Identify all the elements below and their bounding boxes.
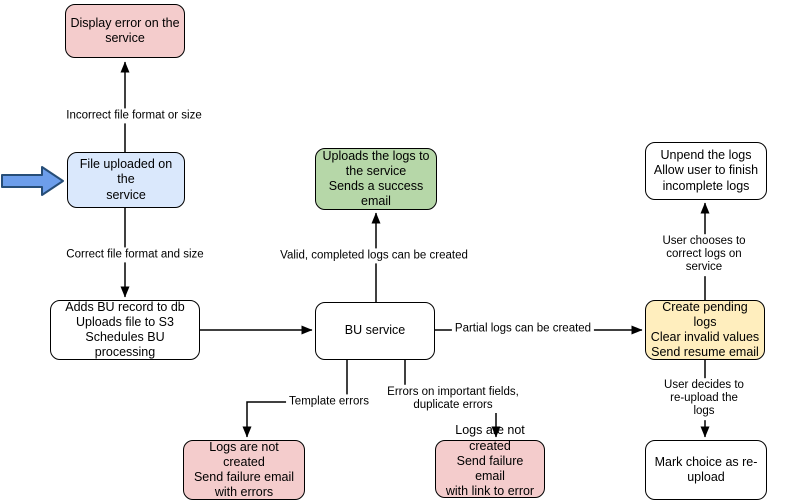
- node-adds-bu-record: Adds BU record to db Uploads file to S3 …: [50, 300, 200, 360]
- edge-label-user-reuploads: User decides to re-upload the logs: [655, 378, 753, 420]
- node-bu-service: BU service: [315, 302, 435, 360]
- node-file-uploaded: File uploaded on the service: [67, 152, 185, 208]
- edge-label-user-corrects: User chooses to correct logs on service: [655, 234, 753, 276]
- edge-label-correct-format: Correct file format and size: [63, 247, 207, 263]
- node-display-error: Display error on the service: [65, 4, 185, 58]
- node-logs-not-created-summary: Logs are not created Send failure email …: [435, 423, 545, 501]
- edge-label-important-field-errors: Errors on important fields, duplicate er…: [384, 384, 522, 414]
- node-logs-not-created-errors: Logs are not created Send failure email …: [183, 440, 305, 500]
- edge-label-template-errors: Template errors: [286, 394, 372, 410]
- edge-label-partial-logs: Partial logs can be created: [451, 321, 595, 337]
- node-mark-reupload: Mark choice as re- upload: [645, 440, 767, 500]
- edge-label-incorrect-format: Incorrect file format or size: [63, 108, 205, 124]
- node-unpend-logs: Unpend the logs Allow user to finish inc…: [645, 142, 767, 200]
- edge-label-valid-completed: Valid, completed logs can be created: [277, 248, 471, 264]
- node-create-pending-logs: Create pending logs Clear invalid values…: [645, 300, 765, 360]
- node-uploads-logs: Uploads the logs to the service Sends a …: [315, 148, 437, 210]
- entry-arrow-icon: [1, 166, 64, 196]
